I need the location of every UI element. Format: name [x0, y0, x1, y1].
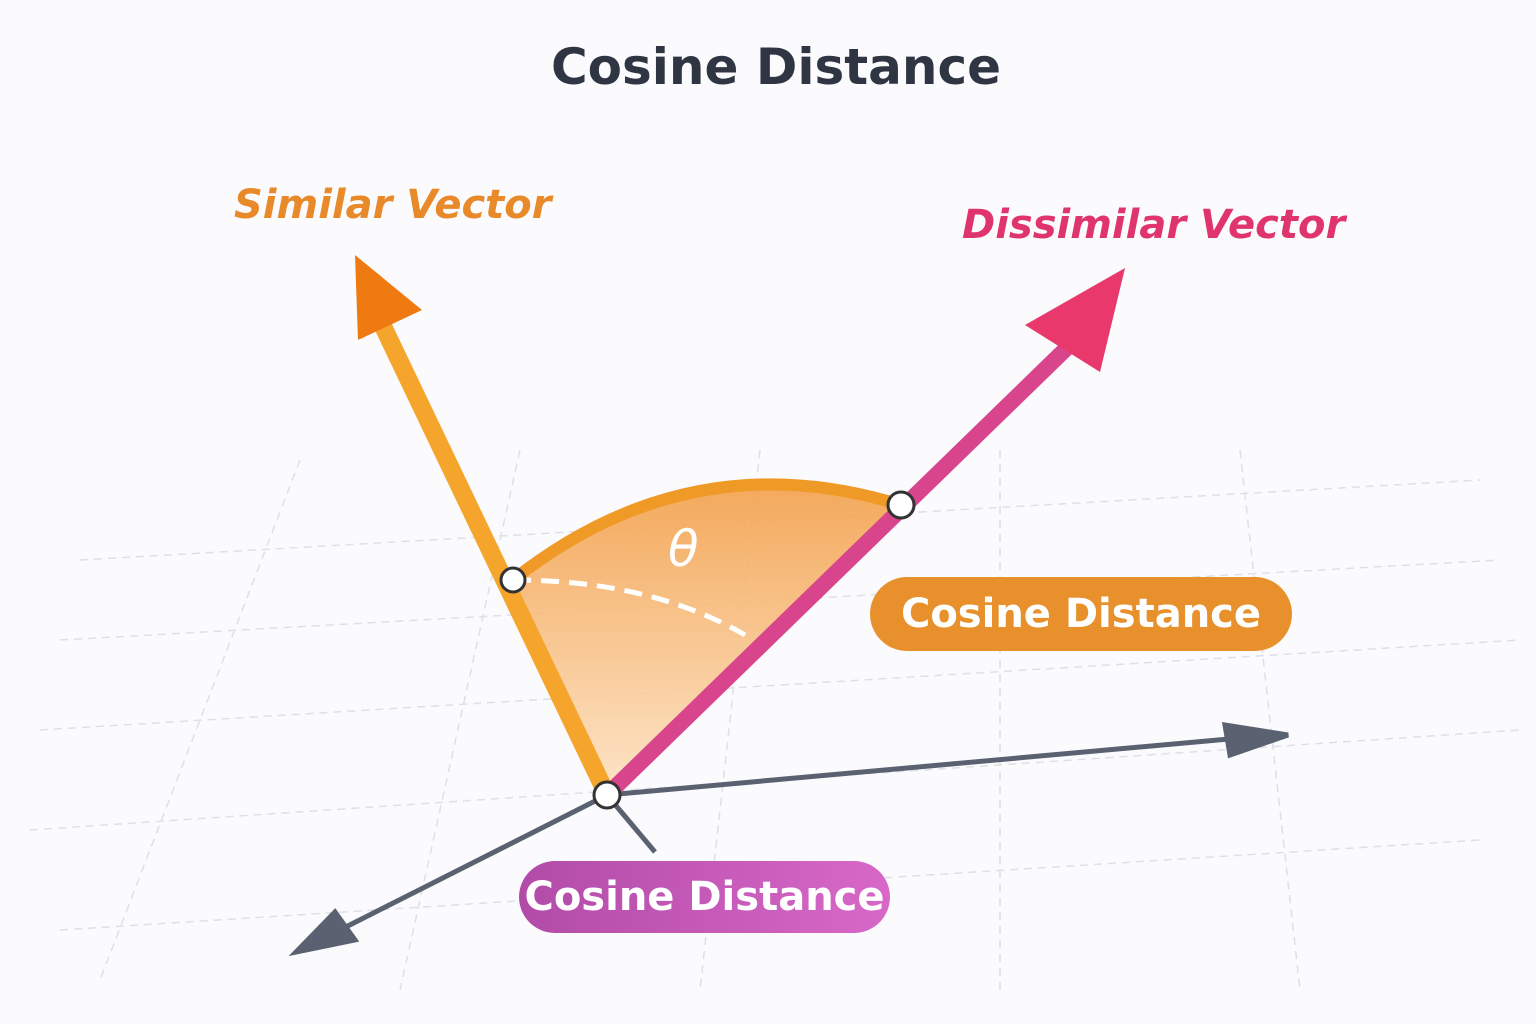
similar-vector-arrowhead	[355, 255, 422, 340]
angle-label: θ	[668, 520, 699, 578]
angle-dashed-arc	[512, 577, 747, 638]
dissimilar-point	[886, 490, 916, 520]
origin-point	[592, 780, 622, 810]
page-title: Cosine Distance	[550, 38, 1002, 96]
cosine-distance-pill-right: Cosine Distance	[870, 577, 1292, 651]
angle-wedge	[513, 484, 901, 795]
similar-point	[499, 566, 527, 594]
dissimilar-vector-shaft	[601, 334, 1081, 801]
similar-vector-label: Similar Vector	[234, 182, 552, 228]
dissimilar-vector-label: Dissimilar Vector	[962, 202, 1346, 248]
angle-arc	[509, 478, 903, 585]
cosine-distance-pill-bottom: Cosine Distance	[519, 861, 890, 933]
similar-vector-shaft	[371, 316, 616, 799]
dissimilar-vector-arrowhead	[1025, 268, 1125, 372]
axes	[288, 721, 1289, 957]
